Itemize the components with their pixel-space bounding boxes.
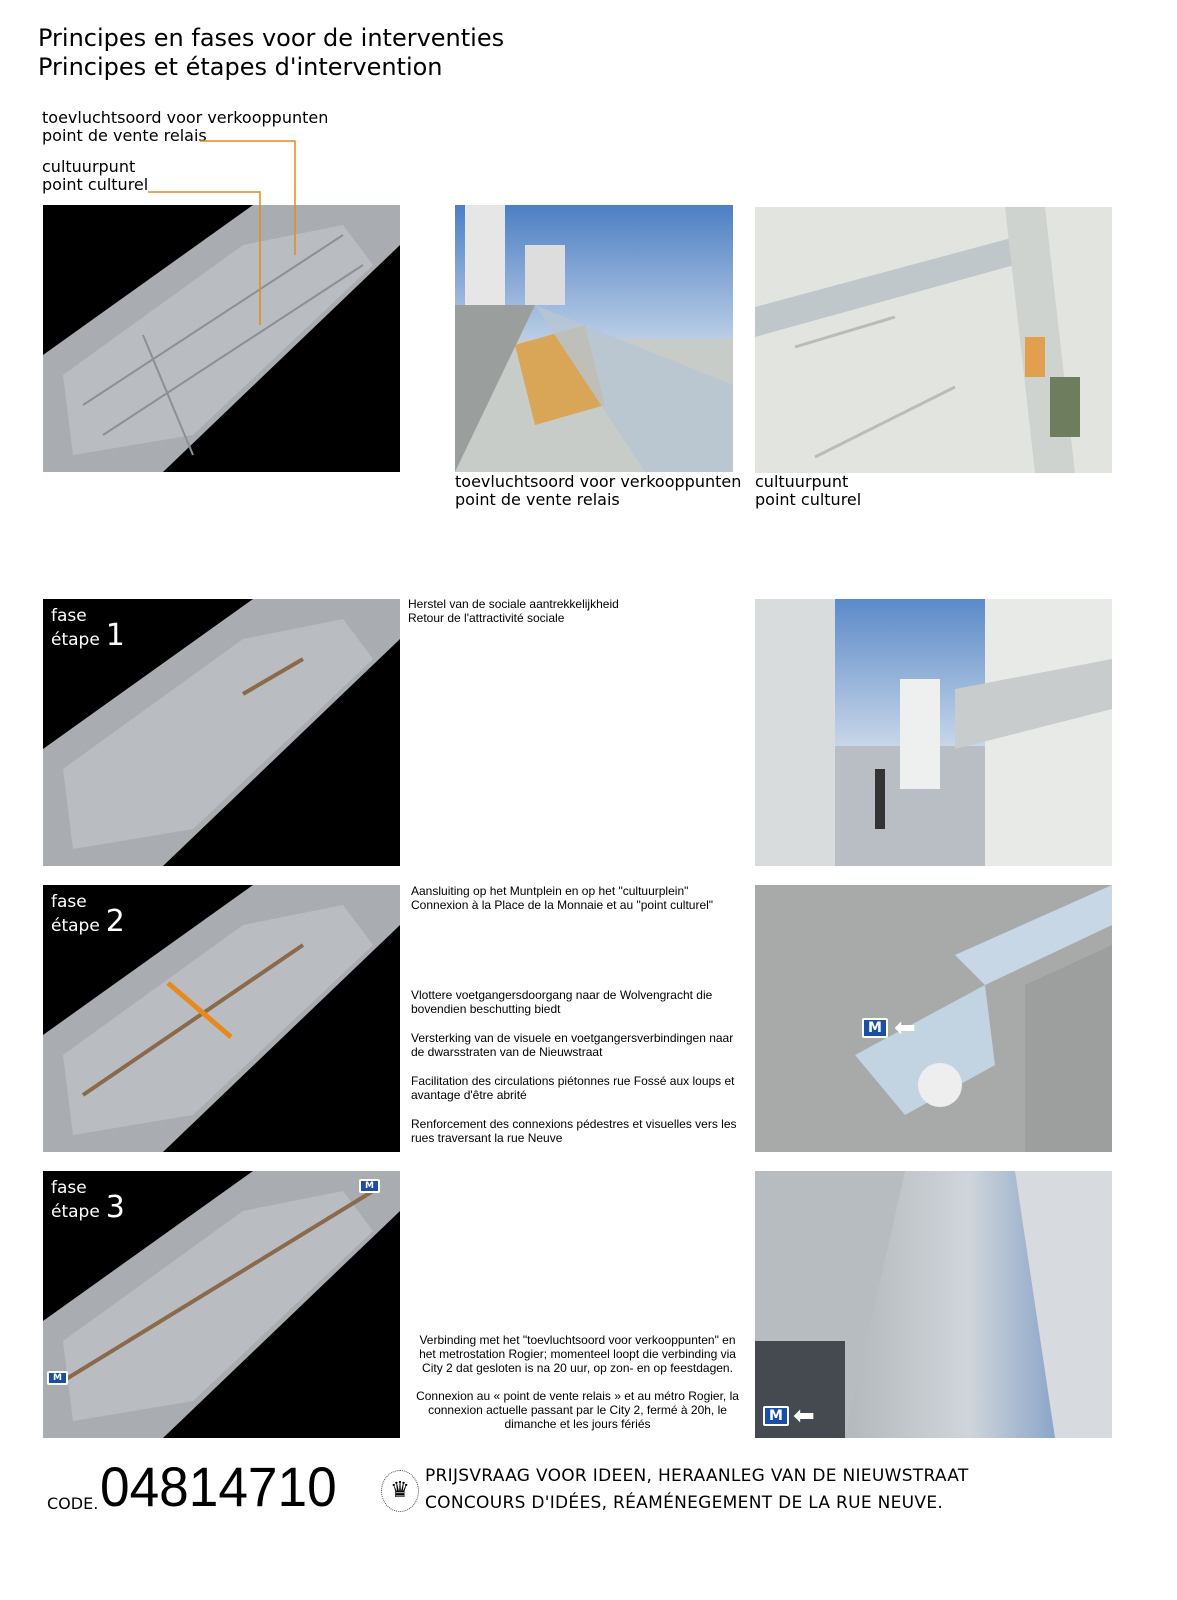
phase-3-text: Verbinding met het "toevluchtsoord voor … [410,1333,745,1431]
metro-sign: M⬅ [763,1401,815,1431]
phase-1-text-nl: Herstel van de sociale aantrekkelijkheid [408,597,619,611]
metro-icon: M [47,1371,68,1385]
fase-label: fase [51,606,87,626]
caption-relay-nl: toevluchtsoord voor verkooppunten [455,472,742,491]
competition-title-nl: PRIJSVRAAG VOOR IDEEN, HERAANLEG VAN DE … [425,1466,969,1486]
code-label: CODE. [47,1494,99,1513]
entry-code: 04814710 [100,1455,337,1518]
label-culture: cultuurpunt point culturel [42,158,148,194]
etape-label: étape [51,630,100,650]
phase-2-text-fr-3: Renforcement des connexions pédestres et… [411,1117,737,1145]
phase-1-render [755,599,1112,866]
phase-2-render: M⬅ [755,885,1112,1152]
competition-title: PRIJSVRAAG VOOR IDEEN, HERAANLEG VAN DE … [425,1463,969,1517]
etape-label: étape [51,1202,100,1222]
fase-label: fase [51,892,87,912]
page-title: Principes en fases voor de interventies … [38,24,504,82]
metro-icon: M [763,1406,789,1426]
phase-2-text-nl-3: Versterking van de visuele en voetganger… [411,1031,734,1059]
caption-culture-fr: point culturel [755,490,862,509]
city-emblem-icon: ♛ [381,1470,419,1512]
caption-culture: cultuurpunt point culturel [755,473,861,509]
label-relay: toevluchtsoord voor verkooppunten point … [42,109,328,145]
arrow-left-icon: ⬅ [893,1013,916,1043]
phase-2-text-nl-2: Vlottere voetgangersdoorgang naar de Wol… [411,988,713,1016]
etape-label: étape [51,916,100,936]
label-relay-fr: point de vente relais [42,126,207,145]
label-culture-fr: point culturel [42,175,149,194]
caption-culture-nl: cultuurpunt [755,472,849,491]
label-relay-nl: toevluchtsoord voor verkooppunten [42,108,329,127]
render-cultural-point [755,207,1112,473]
title-fr: Principes et étapes d'intervention [38,53,443,81]
label-culture-nl: cultuurpunt [42,157,136,176]
site-map-overview [43,205,400,472]
fase-label: fase [51,1178,87,1198]
render-relay-point [455,205,733,472]
phase-3-render: M⬅ [755,1171,1112,1438]
caption-relay: toevluchtsoord voor verkooppunten point … [455,473,741,509]
metro-icon: M [359,1179,380,1193]
phase-number: 2 [105,904,125,939]
metro-icon: M [862,1018,888,1038]
caption-relay-fr: point de vente relais [455,490,620,509]
phase-3-text-nl: Verbinding met het "toevluchtsoord voor … [419,1333,736,1375]
phase-2-text-nl-1: Aansluiting op het Muntplein en op het "… [411,884,689,898]
title-nl: Principes en fases voor de interventies [38,24,505,52]
competition-title-fr: CONCOURS D'IDÉES, RÉAMÉNEGEMENT DE LA RU… [425,1493,944,1513]
phase-2-text: Aansluiting op het Muntplein en op het "… [411,884,746,1145]
phase-1-text: Herstel van de sociale aantrekkelijkheid… [408,597,619,625]
phase-2-text-fr-2: Facilitation des circulations piétonnes … [411,1074,735,1102]
phase-2-text-fr-1: Connexion à la Place de la Monnaie et au… [411,898,714,912]
phase-3-text-fr: Connexion au « point de vente relais » e… [416,1389,739,1431]
arrow-left-icon: ⬅ [792,1401,815,1431]
phase-1-text-fr: Retour de l'attractivité sociale [408,611,565,625]
metro-sign: M⬅ [862,1013,916,1043]
phase-number: 1 [105,618,125,653]
phase-number: 3 [105,1190,125,1225]
